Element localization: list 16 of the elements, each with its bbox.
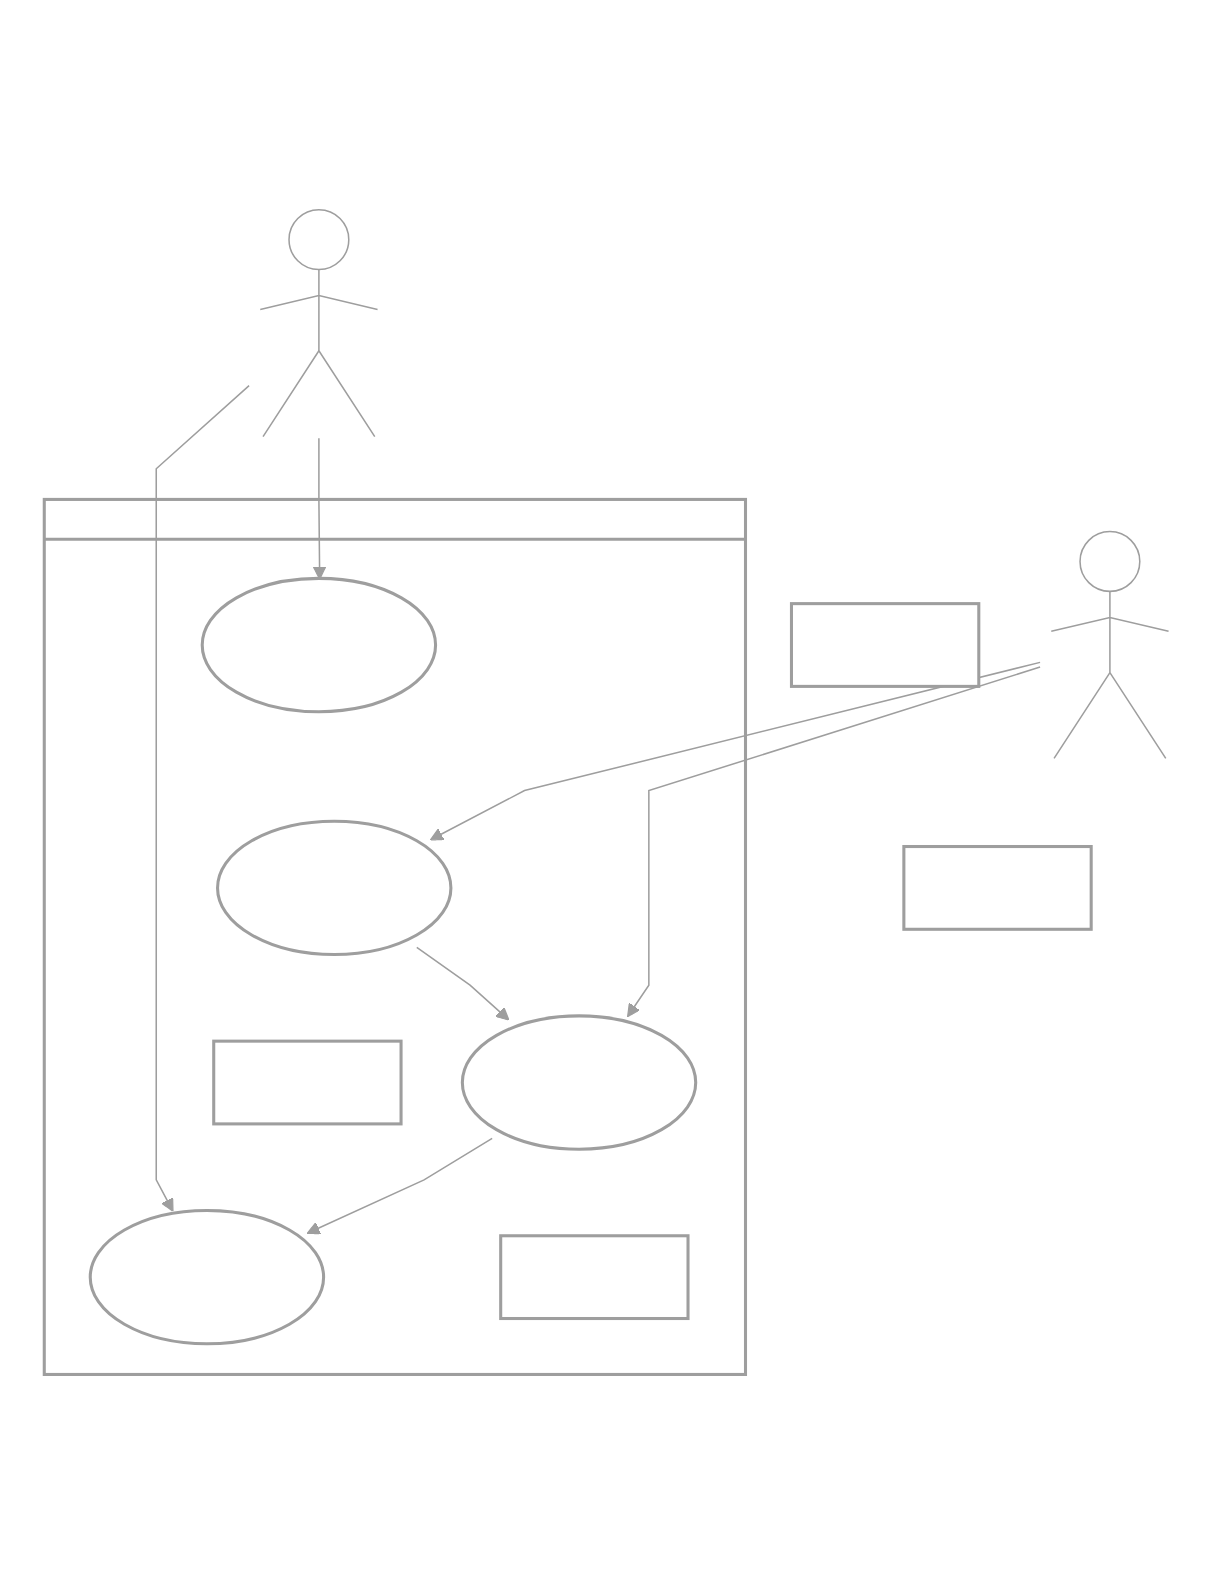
use-case-ellipse bbox=[460, 1014, 698, 1152]
use-case-ellipse bbox=[200, 577, 438, 714]
actor-stick-figure bbox=[259, 209, 379, 438]
arrow bbox=[429, 662, 1041, 842]
arrow bbox=[306, 1138, 493, 1235]
arrow bbox=[312, 438, 327, 581]
label-box bbox=[499, 1234, 690, 1321]
arrow bbox=[155, 385, 250, 1213]
label-box bbox=[789, 602, 981, 689]
label-box bbox=[902, 845, 1093, 932]
arrow bbox=[416, 947, 510, 1022]
use-case-ellipse bbox=[216, 820, 453, 957]
label-box bbox=[212, 1040, 403, 1127]
actor-stick-figure bbox=[1050, 531, 1170, 760]
arrow bbox=[627, 666, 1041, 1018]
use-case-ellipse bbox=[88, 1209, 326, 1346]
